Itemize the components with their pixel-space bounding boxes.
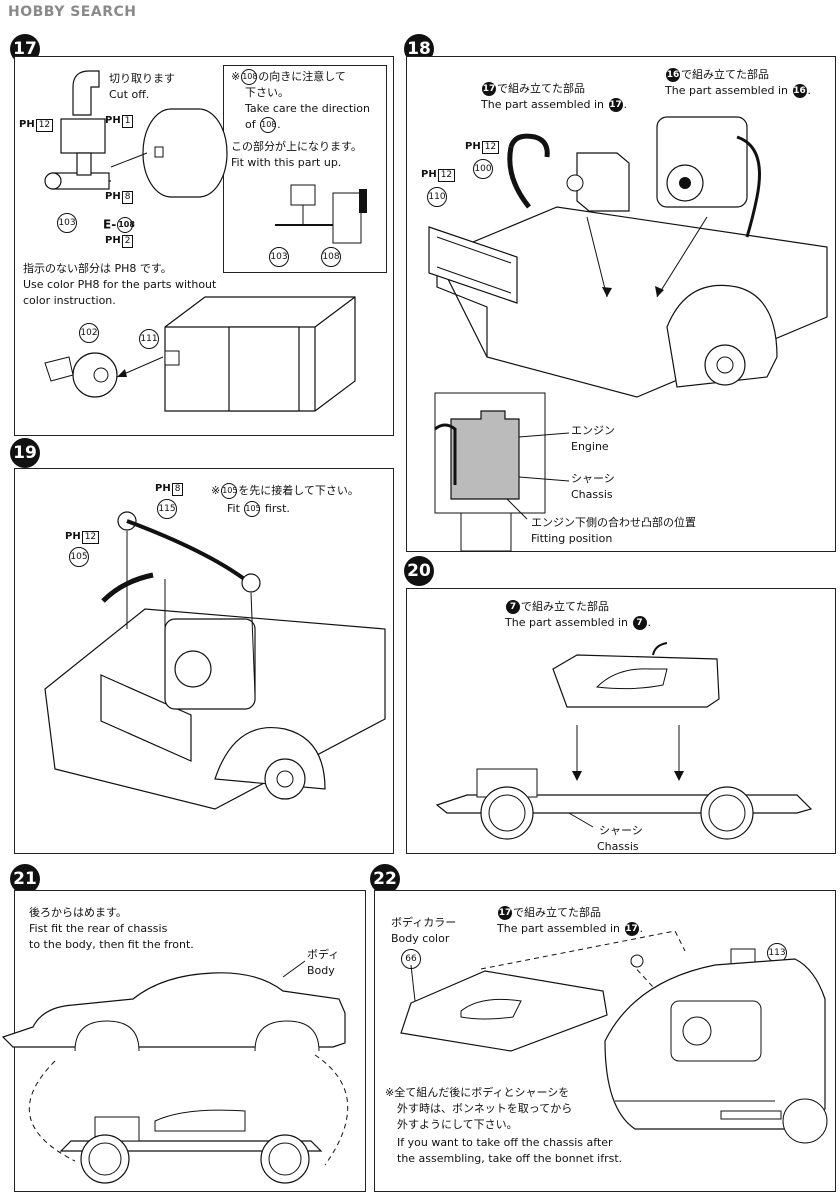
step-17-note1-en1: Take care the direction [245, 102, 370, 115]
step-21-jp: 後ろからはめます。 [29, 906, 127, 919]
step-18-fit-en: Fitting position [531, 532, 613, 545]
step-18-fit-jp: エンジン下側の合わせ凸部の位置 [531, 516, 696, 529]
step-17-note2-en: Fit with this part up. [231, 156, 342, 169]
step-22-label-en: The part assembled in 17. [497, 922, 644, 936]
step-17-note-part-103: 103 [269, 247, 289, 267]
step-21-en2: to the body, then fit the front. [29, 938, 194, 951]
step-19-note-jp: ※105を先に接着して下さい。 [211, 483, 359, 499]
step-18-part-100: 100 [473, 159, 493, 179]
step-18-chassis-jp: シャーシ [571, 472, 615, 485]
step-18-label17-en: The part assembled in 17. [481, 98, 628, 112]
step-21-panel: 後ろからはめます。 Fist fit the rear of chassis t… [1, 890, 366, 1192]
step-19-note-en: Fit 105 first. [227, 501, 290, 517]
step-17-color-jp: 指示のない部分は PH8 です。 [23, 262, 172, 275]
step-22-bodycolor-jp: ボディカラー [391, 916, 457, 929]
step-19-number: 19 [10, 438, 40, 468]
step-22-bodycolor-en: Body color [391, 932, 450, 945]
step-17-part-e108: E-108 [103, 217, 135, 233]
step-19-illustration [44, 511, 386, 810]
step-17-cut-en: Cut off. [109, 88, 150, 101]
logo-brand: HOBBY [8, 4, 65, 20]
step-22-note-jp1: ※全て組んだ後にボディとシャーシを [385, 1086, 570, 1099]
step-22-color-66: 66 [401, 949, 421, 969]
step-22-note-jp2: 外す時は、ボンネットを取ってから [397, 1102, 573, 1115]
step-19-part-105: 105 [69, 547, 89, 567]
step-18-engine-jp: エンジン [571, 424, 615, 437]
step-18-part-110: 110 [427, 187, 447, 207]
step-17-part-102: 102 [79, 323, 99, 343]
step-18-engine-en: Engine [571, 440, 609, 453]
step-22-illustration [400, 930, 828, 1144]
step-21-number: 21 [10, 864, 40, 894]
step-18-label16-en: The part assembled in 16. [665, 84, 812, 98]
step-21-body-jp: ボディ [307, 948, 340, 961]
step-17-note2-jp: この部分が上になります。 [231, 140, 362, 153]
step-22-number: 22 [370, 864, 400, 894]
step-17-cut-jp: 切り取ります [109, 72, 175, 85]
step-21-body-en: Body [307, 964, 335, 977]
step-17-part-111: 111 [139, 329, 159, 349]
step-19-part-115: 115 [157, 499, 177, 519]
step-21-illustration [1, 960, 349, 1184]
step-20-chassis-jp: シャーシ [599, 824, 643, 837]
step-20-illustration [435, 642, 813, 840]
step-17-part-103: 103 [57, 213, 77, 233]
step-17-color-en2: color instruction. [23, 294, 116, 307]
step-20-number: 20 [404, 556, 434, 586]
step-22-note-en1: If you want to take off the chassis afte… [397, 1136, 613, 1149]
step-22-note-jp3: 外すようにして下さい。 [397, 1118, 518, 1131]
step-17-illustration [44, 70, 367, 412]
step-17-note1-jp: ※108の向きに注意して [231, 69, 346, 85]
step-17-note1-en2: of 108. [245, 117, 281, 133]
step-17-panel: 切り取ります Cut off. ※108の向きに注意して 下さい。 Take c… [14, 56, 394, 436]
step-18-illustration [428, 116, 828, 552]
step-17-note-part-108: 108 [321, 247, 341, 267]
step-20-chassis-en: Chassis [597, 840, 639, 853]
step-20-label-en: The part assembled in 7. [505, 616, 652, 630]
site-logo: HOBBY SEARCH [8, 4, 136, 20]
step-22-note-en2: the assembling, take off the bonnet ifrs… [397, 1152, 623, 1165]
logo-suffix: SEARCH [70, 4, 137, 20]
step-17-note1-jp3: 下さい。 [245, 86, 289, 99]
step-21-en1: Fist fit the rear of chassis [29, 922, 168, 935]
step-18-chassis-en: Chassis [571, 488, 613, 501]
step-17-color-en1: Use color PH8 for the parts without [23, 278, 217, 291]
